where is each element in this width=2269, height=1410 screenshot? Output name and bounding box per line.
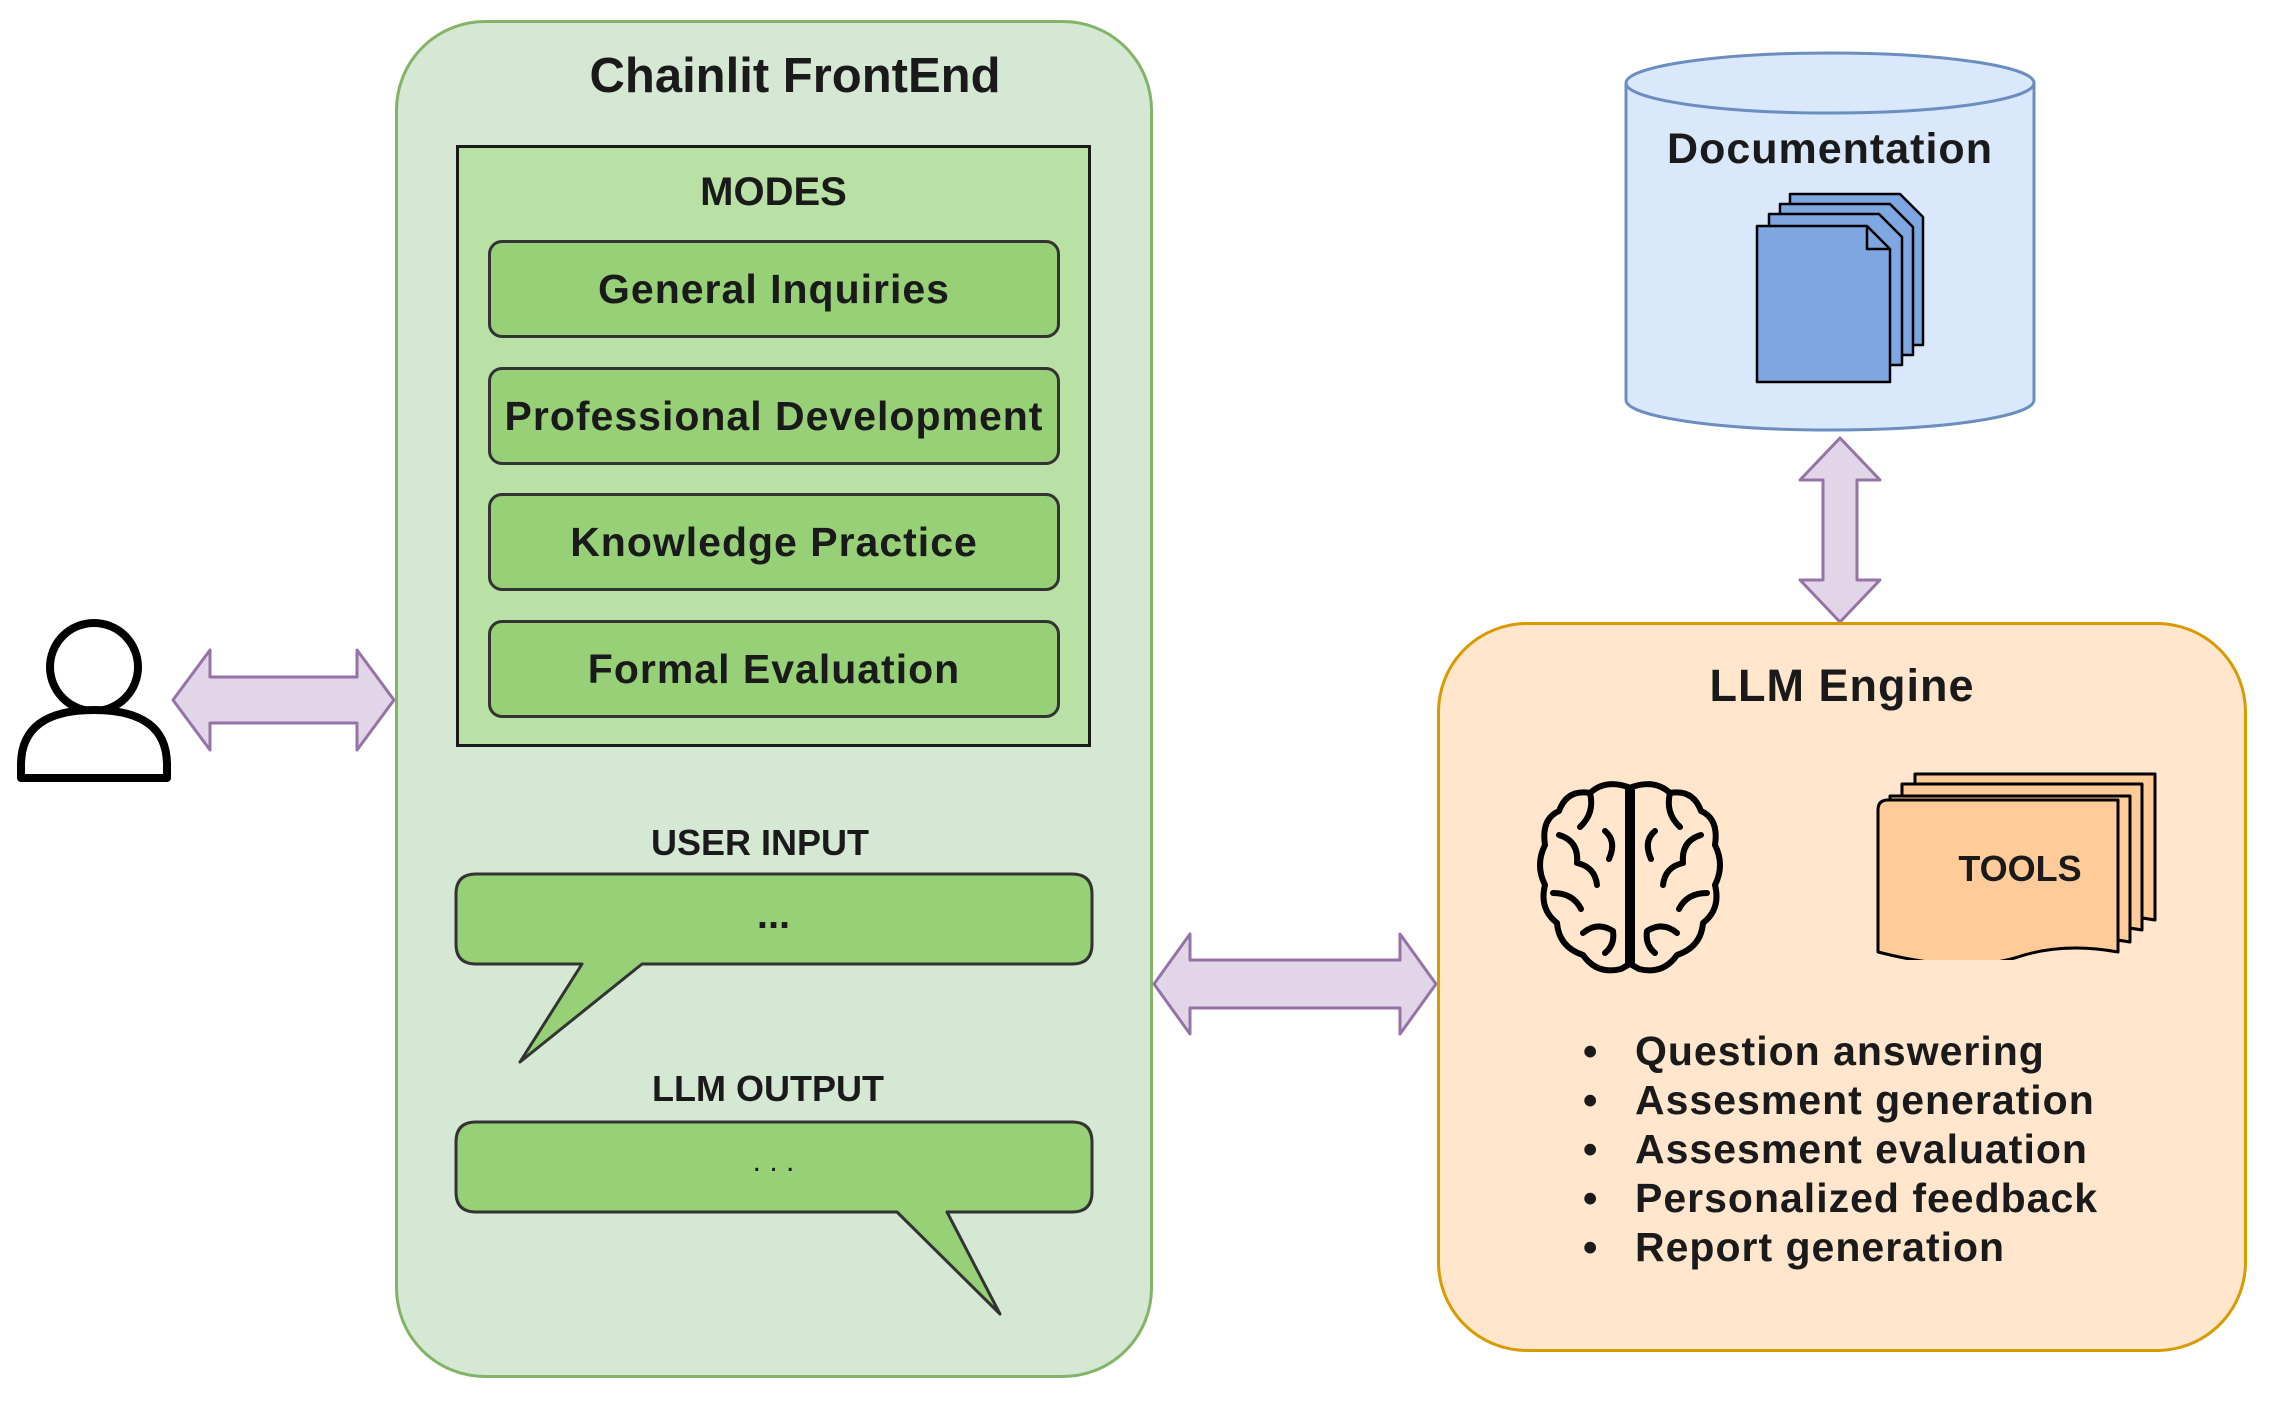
user-icon bbox=[17, 619, 171, 782]
mode-general-inquiries-button[interactable]: General Inquiries bbox=[488, 240, 1060, 338]
frontend-engine-arrow bbox=[1152, 932, 1438, 1036]
documents-icon bbox=[1755, 192, 1925, 384]
capability-item: Question answering bbox=[1575, 1027, 2098, 1076]
capability-item: Personalized feedback bbox=[1575, 1174, 2098, 1223]
tools-pages-icon bbox=[1876, 772, 2157, 960]
user-frontend-arrow bbox=[171, 648, 396, 752]
documentation-title: Documentation bbox=[1667, 125, 1993, 173]
tools-label: TOOLS bbox=[1958, 848, 2082, 889]
documentation-engine-arrow bbox=[1798, 436, 1882, 624]
llm-output-label: LLM OUTPUT bbox=[652, 1068, 884, 1109]
user-input-text: ... bbox=[756, 893, 791, 937]
modes-title: MODES bbox=[700, 170, 847, 214]
mode-professional-development-button[interactable]: Professional Development bbox=[488, 367, 1060, 465]
mode-knowledge-practice-button[interactable]: Knowledge Practice bbox=[488, 493, 1060, 591]
llm-output-bubble bbox=[454, 1120, 1094, 1316]
mode-formal-evaluation-button[interactable]: Formal Evaluation bbox=[488, 620, 1060, 718]
user-input-bubble[interactable] bbox=[452, 870, 1097, 1070]
capability-item: Assesment evaluation bbox=[1575, 1125, 2098, 1174]
capabilities-list: Question answering Assesment generation … bbox=[1575, 1027, 2098, 1272]
capability-item: Assesment generation bbox=[1575, 1076, 2098, 1125]
llm-engine-title: LLM Engine bbox=[1709, 660, 1975, 711]
brain-icon bbox=[1537, 781, 1723, 974]
capability-item: Report generation bbox=[1575, 1223, 2098, 1272]
user-input-label: USER INPUT bbox=[650, 822, 870, 863]
llm-output-text: . . . bbox=[752, 1145, 795, 1178]
frontend-title: Chainlit FrontEnd bbox=[589, 49, 1001, 103]
